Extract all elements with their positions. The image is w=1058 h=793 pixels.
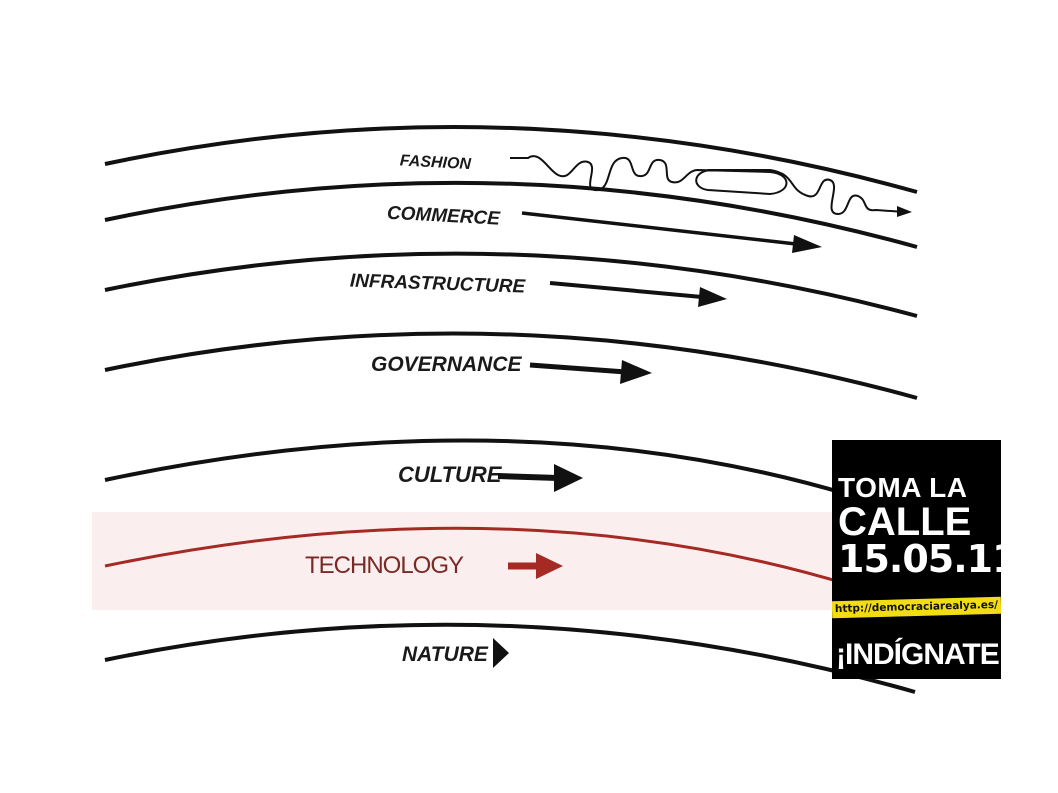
fashion-arc <box>104 125 918 194</box>
technology-highlight-band <box>92 512 837 610</box>
technology-label: TECHNOLOGY <box>305 552 464 579</box>
poster-date: 15.05.11 <box>838 537 1001 581</box>
infrastructure-arc <box>104 251 918 318</box>
technology-arrow <box>508 553 563 579</box>
culture-arrow <box>497 464 583 492</box>
toma-la-calle-poster: TOMA LA CALLE 15.05.11 http://democracia… <box>832 440 1001 679</box>
poster-url-band: http://democraciarealya.es/ <box>832 596 1001 619</box>
nature-label: NATURE <box>402 643 489 666</box>
governance-arc <box>104 331 918 400</box>
governance-arrow <box>529 360 652 384</box>
nature-arrow <box>493 638 509 668</box>
fashion-squiggle-arrow <box>510 155 912 217</box>
poster-headline-line2: CALLE <box>838 500 972 544</box>
commerce-arc <box>104 180 918 249</box>
infrastructure-label: INFRASTRUCTURE <box>350 271 527 298</box>
poster-headline-line1: TOMA LA <box>838 472 968 503</box>
governance-label: GOVERNANCE <box>371 353 523 376</box>
culture-label: CULTURE <box>398 462 503 487</box>
commerce-arrow <box>521 211 822 253</box>
infrastructure-arrow <box>549 281 727 307</box>
technology-arc <box>104 526 851 587</box>
nature-arc <box>104 622 916 694</box>
culture-arc <box>104 438 851 497</box>
fashion-label: FASHION <box>399 152 471 173</box>
poster-slogan: ¡INDÍGNATE! <box>836 638 1001 671</box>
commerce-label: COMMERCE <box>386 203 501 230</box>
